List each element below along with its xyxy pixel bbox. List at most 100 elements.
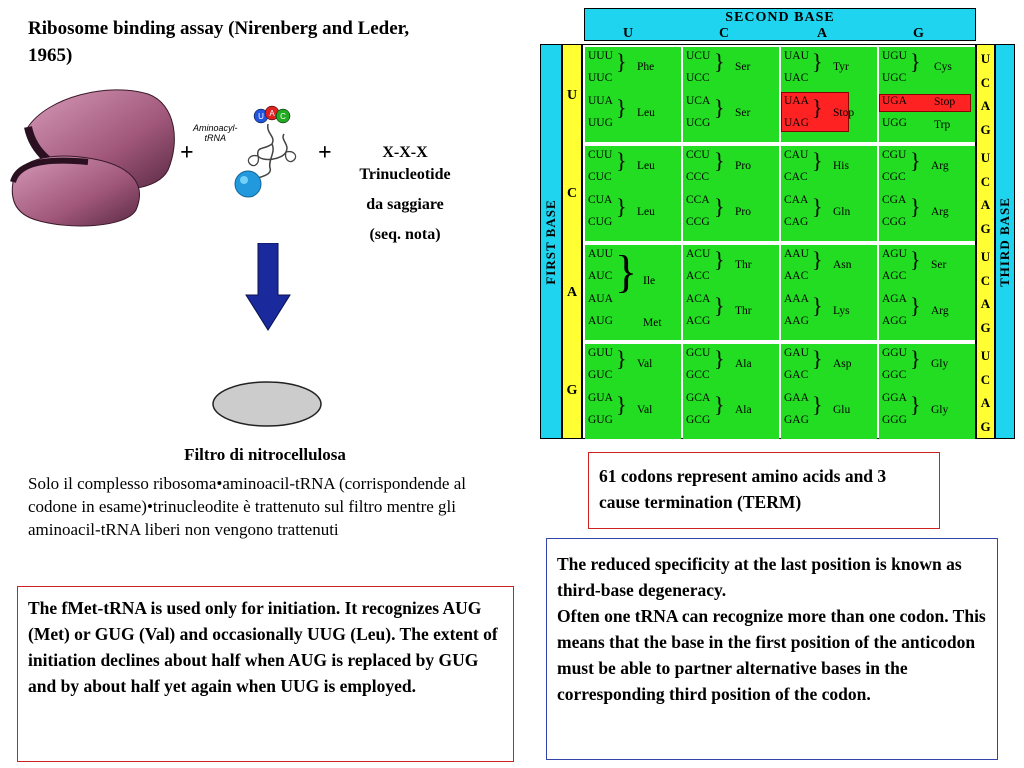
trna-label-line2: tRNA: [204, 133, 227, 143]
codon-label: CGC: [882, 171, 906, 183]
amino-acid-label: His: [833, 160, 849, 172]
slide-title: Ribosome binding assay (Nirenberg and Le…: [28, 18, 410, 66]
ribosome-small-subunit: [10, 155, 140, 227]
first-base-c: C: [566, 186, 578, 201]
brace-icon: }: [812, 346, 823, 371]
codon-label: GUA: [588, 392, 613, 404]
trna-label: Aminoacyl- tRNA: [193, 123, 238, 143]
codon-label: ACU: [686, 248, 711, 260]
amino-acid-label: Trp: [934, 119, 951, 131]
brace-icon: }: [910, 293, 921, 318]
amino-acid-label: Ala: [735, 358, 752, 370]
amino-acid-label: Ser: [931, 259, 947, 271]
codon-label: CCC: [686, 171, 710, 183]
brace-icon: }: [714, 49, 725, 74]
first-base-u: U: [566, 88, 578, 103]
second-base-c: C: [719, 26, 730, 41]
codon-label: GUG: [588, 414, 613, 426]
amino-acid-label: Glu: [833, 404, 851, 416]
first-base-letters: U C A G: [562, 44, 582, 439]
brace-icon: }: [714, 346, 725, 371]
trinucleotide-xxx: X-X-X: [382, 144, 428, 161]
codon-label: UGG: [882, 117, 907, 129]
codon-label: CUC: [588, 171, 612, 183]
codon-label: ACA: [686, 293, 711, 305]
amino-acid-label: Asn: [833, 259, 852, 271]
brace-icon: }: [812, 49, 823, 74]
codon-label: UUU: [588, 50, 613, 62]
first-base-g: G: [566, 383, 578, 398]
fmet-trna-box: The fMet-tRNA is used only for initiatio…: [17, 586, 514, 762]
codon-label: UUA: [588, 95, 613, 107]
third-base-letter: G: [980, 418, 991, 434]
codon-label: AAA: [784, 293, 809, 305]
brace-icon: }: [616, 392, 627, 417]
codon-label: CAC: [784, 171, 808, 183]
codon-label: AUG: [588, 315, 613, 327]
codon-label: AUA: [588, 293, 613, 305]
third-base-letter: A: [980, 98, 991, 113]
trinucleotide-label: X-X-X Trinucleotide da saggiare (seq. no…: [330, 142, 480, 246]
amino-acid-label: Pro: [735, 206, 751, 218]
codon-label: CAG: [784, 216, 809, 228]
brace-icon: }: [714, 293, 725, 318]
codon-label: CCU: [686, 149, 710, 161]
ribosome-illustration: [10, 89, 175, 227]
brace-icon: }: [910, 392, 921, 417]
codon-label: UCU: [686, 50, 711, 62]
codon-label: AUC: [588, 270, 613, 282]
codon-label: UGC: [882, 72, 907, 84]
brace-icon: }: [812, 293, 823, 318]
plus-sign-1: +: [180, 140, 194, 166]
codon-label: UCC: [686, 72, 710, 84]
codon-label: GAC: [784, 369, 809, 381]
codon-label: GCU: [686, 347, 711, 359]
codon-label: GCC: [686, 369, 710, 381]
third-base-letter: C: [980, 173, 991, 189]
amino-acid-label: Lys: [833, 305, 850, 317]
filter-description: Solo il complesso ribosoma•aminoacil-tRN…: [28, 474, 466, 539]
codon-label: GGU: [882, 347, 907, 359]
brace-icon: }: [714, 247, 725, 272]
amino-acid-label: Stop: [934, 96, 956, 108]
amino-acid-label: Leu: [637, 160, 655, 172]
aminoacyl-trna-illustration: U A C: [234, 105, 297, 198]
brace-icon: }: [714, 148, 725, 173]
plus-sign-2: +: [318, 140, 332, 166]
codon-label: CGG: [882, 216, 907, 228]
third-base-letter: U: [980, 150, 991, 165]
anticodon-letter-3: C: [280, 112, 286, 121]
codon-label: UUC: [588, 72, 613, 84]
brace-icon: }: [616, 49, 627, 74]
codon-label: UCG: [686, 117, 711, 129]
amino-acid-label: Asp: [833, 358, 852, 370]
amino-acid-label: Gly: [931, 404, 949, 416]
brace-icon: }: [616, 194, 627, 219]
amino-acid-label: Met: [643, 317, 662, 329]
amino-acid-label: Pro: [735, 160, 751, 172]
brace-icon: }: [714, 392, 725, 417]
codon-label: AGA: [882, 293, 907, 305]
amino-acid-label: Leu: [637, 206, 655, 218]
codon-label: GGC: [882, 369, 907, 381]
stop-highlight: [879, 94, 971, 112]
codon-label: CUA: [588, 194, 613, 206]
codon-label: GAG: [784, 414, 809, 426]
codon-label: AGG: [882, 315, 907, 327]
codon-label: GGA: [882, 392, 907, 404]
amino-acid-label: Val: [637, 358, 653, 370]
anticodon-letter-2: A: [269, 109, 275, 118]
codon-label: CGA: [882, 194, 907, 206]
codon-label: GCG: [686, 414, 711, 426]
brace-icon: }: [615, 246, 638, 297]
filter-label: Filtro di nitrocellulosa: [184, 445, 346, 464]
